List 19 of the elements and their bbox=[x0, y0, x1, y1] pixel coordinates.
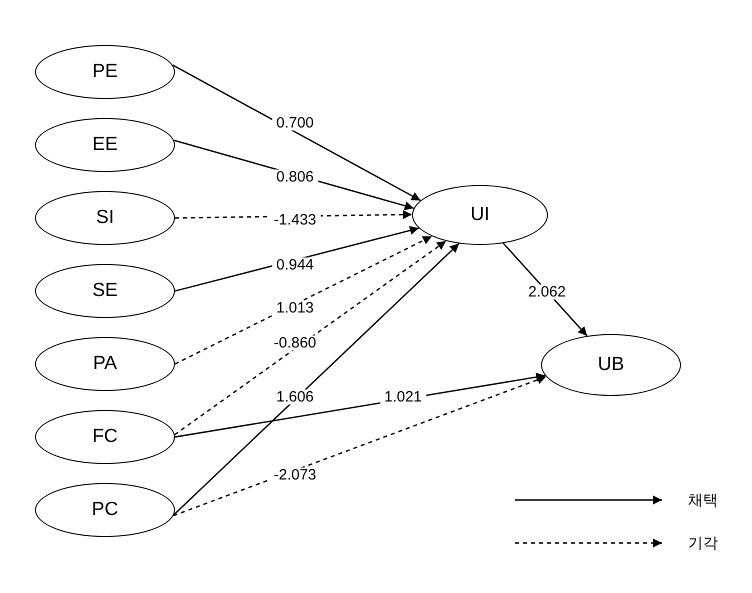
legend-text: 채택 bbox=[688, 490, 718, 511]
arrow bbox=[173, 376, 546, 516]
construct-label: SI bbox=[96, 206, 114, 230]
construct-label: FC bbox=[92, 424, 118, 449]
construct-label: PE bbox=[92, 60, 118, 84]
construct-label: UI bbox=[470, 202, 490, 227]
edge-label: 1.021 bbox=[380, 390, 426, 404]
construct-label: PC bbox=[92, 498, 118, 522]
arrow bbox=[174, 236, 432, 365]
construct-label: EE bbox=[92, 132, 118, 157]
construct-label: PA bbox=[93, 352, 117, 376]
legend-text: 기각 bbox=[688, 532, 718, 554]
edge-label: 0.806 bbox=[272, 170, 318, 184]
arrow bbox=[174, 240, 446, 436]
construct-label: SE bbox=[92, 278, 118, 303]
arrow bbox=[173, 243, 460, 516]
edge-label: -1.433 bbox=[270, 212, 320, 228]
construct-label: UB bbox=[598, 352, 624, 377]
arrow bbox=[172, 64, 421, 202]
